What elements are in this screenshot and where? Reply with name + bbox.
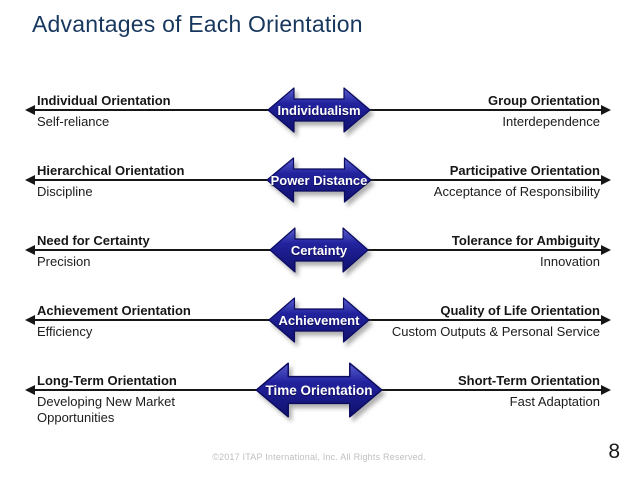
double-arrow-icon	[268, 297, 370, 343]
orientation-row-time: Long-Term Orientation Developing New Mar…	[0, 361, 638, 439]
right-orientation-subtitle: Interdependence	[502, 114, 600, 129]
left-orientation-title: Hierarchical Orientation	[37, 163, 185, 178]
orientation-row-individualism: Individual Orientation Self-reliance Gro…	[0, 81, 638, 159]
dimension-arrow: Achievement	[268, 297, 370, 343]
right-orientation-title: Participative Orientation	[449, 163, 600, 178]
left-orientation-subtitle: Discipline	[37, 184, 93, 199]
double-arrow-icon	[255, 362, 383, 418]
left-orientation-title: Achievement Orientation	[37, 303, 191, 318]
dimension-label: Individualism	[277, 102, 361, 118]
dimension-arrow: Power Distance	[266, 157, 372, 203]
right-arrowhead-icon	[601, 245, 611, 255]
right-arrowhead-icon	[601, 385, 611, 395]
left-orientation-subtitle: Efficiency	[37, 324, 93, 339]
page-number: 8	[608, 440, 620, 463]
left-orientation-subtitle: Precision	[37, 254, 91, 269]
left-arrowhead-icon	[25, 315, 35, 325]
left-arrowhead-icon	[25, 175, 35, 185]
right-orientation-subtitle: Custom Outputs & Personal Service	[391, 324, 600, 339]
orientation-row-power-distance: Hierarchical Orientation Discipline Part…	[0, 151, 638, 229]
double-arrow-icon	[267, 87, 371, 133]
dimension-label: Certainty	[290, 242, 348, 258]
left-arrowhead-icon	[25, 385, 35, 395]
dimension-arrow: Individualism	[267, 87, 371, 133]
right-arrowhead-icon	[601, 315, 611, 325]
left-arrowhead-icon	[25, 245, 35, 255]
double-arrow-icon	[266, 157, 372, 203]
right-arrowhead-icon	[601, 105, 611, 115]
left-orientation-title: Long-Term Orientation	[37, 373, 177, 388]
right-arrowhead-icon	[601, 175, 611, 185]
dimension-label: Power Distance	[270, 172, 368, 188]
left-orientation-title: Need for Certainty	[37, 233, 150, 248]
right-orientation-title: Quality of Life Orientation	[440, 303, 600, 318]
right-orientation-title: Tolerance for Ambiguity	[451, 233, 600, 248]
right-orientation-title: Short-Term Orientation	[457, 373, 600, 388]
left-arrowhead-icon	[25, 105, 35, 115]
right-orientation-subtitle: Innovation	[540, 254, 600, 269]
slide-title: Advantages of Each Orientation	[32, 11, 363, 37]
dimension-arrow: Time Orientation	[255, 362, 383, 418]
right-orientation-subtitle: Acceptance of Responsibility	[433, 184, 600, 199]
dimension-arrow: Certainty	[269, 227, 369, 273]
orientation-row-achievement: Achievement Orientation Efficiency Quali…	[0, 291, 638, 369]
right-orientation-subtitle: Fast Adaptation	[509, 394, 600, 409]
dimension-label: Time Orientation	[265, 382, 373, 398]
double-arrow-icon	[269, 227, 369, 273]
left-orientation-title: Individual Orientation	[37, 93, 171, 108]
copyright-footer: ©2017 ITAP International, Inc. All Right…	[212, 452, 426, 462]
right-orientation-title: Group Orientation	[488, 93, 600, 108]
left-orientation-subtitle: Developing New Market Opportunities	[37, 394, 176, 425]
left-orientation-subtitle: Self-reliance	[37, 114, 110, 129]
dimension-label: Achievement	[278, 312, 360, 328]
orientation-row-certainty: Need for Certainty Precision Tolerance f…	[0, 221, 638, 299]
